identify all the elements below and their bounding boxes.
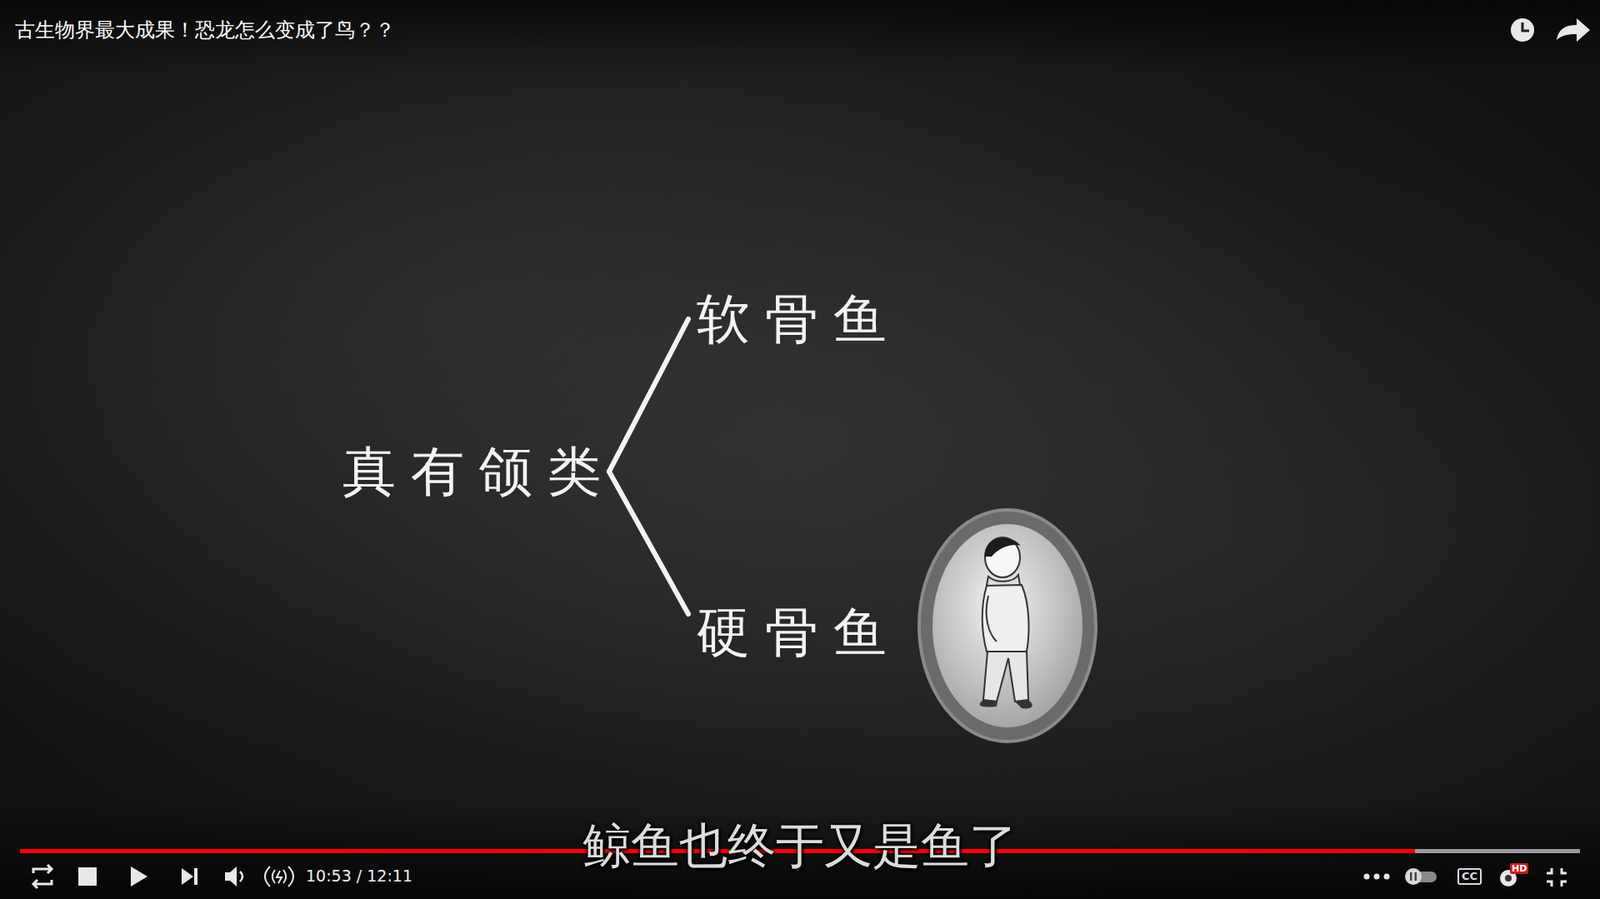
- volume-icon: [225, 866, 243, 887]
- top-shade: [0, 0, 1600, 75]
- exit-fullscreen-icon: [1546, 868, 1567, 887]
- taxon-label: 硬骨鱼: [688, 598, 895, 667]
- more-icon: [1364, 874, 1390, 880]
- autoplay-toggle: [1405, 868, 1437, 885]
- bracket-line: [609, 319, 689, 472]
- hd-badge: HD: [1510, 863, 1529, 875]
- person-portrait: [919, 510, 1096, 742]
- bottom-shade: [0, 800, 1600, 899]
- play-icon: [130, 866, 148, 887]
- live-icon: [265, 866, 294, 887]
- stop-icon: [78, 867, 97, 886]
- bracket-line: [609, 471, 689, 615]
- loop-icon: [33, 865, 52, 889]
- taxon-name: 硬骨鱼: [696, 603, 902, 662]
- taxon-label: 真有颌类: [334, 437, 610, 506]
- taxon-name: 真有颌类: [342, 442, 616, 501]
- cc-badge: CC: [1457, 868, 1482, 885]
- video-title: 古生物界最大成果！恐龙怎么变成了鸟？？: [15, 16, 395, 44]
- watch-later-icon: [1510, 18, 1535, 42]
- taxon-name: 软骨鱼: [696, 290, 902, 349]
- taxon-label: 软骨鱼: [688, 285, 895, 354]
- share-icon: [1556, 18, 1590, 42]
- subtitle-text: 鲸鱼也终于又是鱼了: [0, 820, 1600, 874]
- time-display: 10:53 / 12:11: [305, 866, 413, 885]
- next-icon: [181, 868, 198, 885]
